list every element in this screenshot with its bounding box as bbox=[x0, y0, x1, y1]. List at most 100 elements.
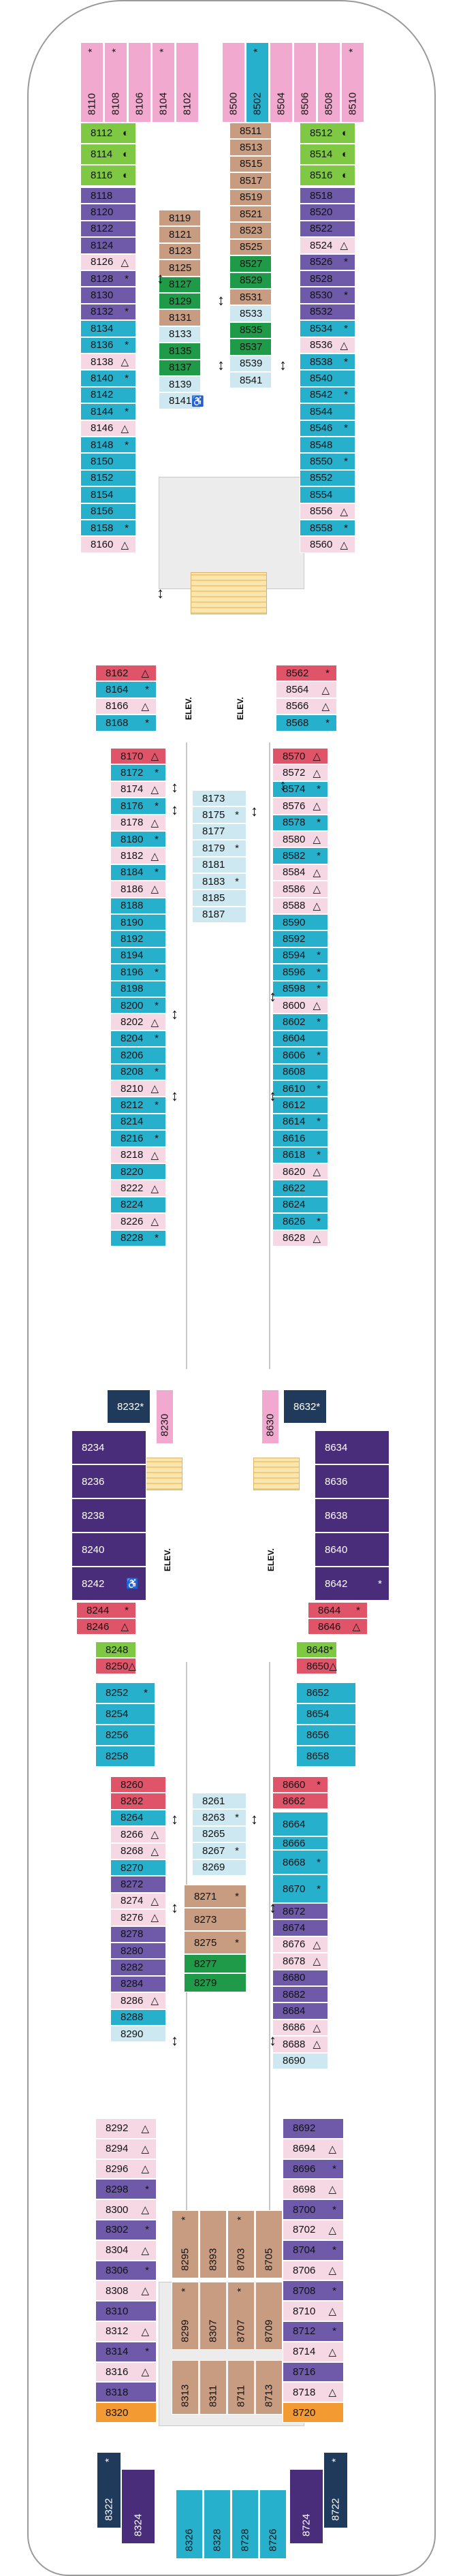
cabin-8134[interactable]: 8134 bbox=[80, 320, 136, 337]
cabin-8716[interactable]: 8716 bbox=[283, 2361, 344, 2383]
cabin-8202[interactable]: 8202△ bbox=[110, 1014, 166, 1031]
cabin-8676[interactable]: 8676△ bbox=[272, 1936, 328, 1953]
cabin-8692[interactable]: 8692 bbox=[283, 2118, 344, 2139]
cabin-8648[interactable]: 8648* bbox=[296, 1642, 337, 1659]
cabin-8724[interactable]: 8724 bbox=[289, 2469, 323, 2544]
cabin-8534[interactable]: 8534* bbox=[300, 320, 355, 337]
cabin-8248[interactable]: 8248 bbox=[95, 1642, 136, 1659]
cabin-8271[interactable]: 8271* bbox=[184, 1885, 246, 1908]
cabin-8393[interactable]: 8393 bbox=[199, 2210, 227, 2278]
cabin-8292[interactable]: 8292△ bbox=[95, 2118, 157, 2139]
cabin-8696[interactable]: 8696* bbox=[283, 2158, 344, 2180]
cabin-8284[interactable]: 8284 bbox=[110, 1975, 166, 1993]
cabin-8136[interactable]: 8136* bbox=[80, 336, 136, 354]
cabin-8110[interactable]: 8110* bbox=[80, 42, 103, 123]
cabin-8588[interactable]: 8588△ bbox=[272, 897, 328, 914]
cabin-8500[interactable]: 8500 bbox=[222, 42, 245, 123]
cabin-8690[interactable]: 8690 bbox=[272, 2052, 328, 2069]
cabin-8712[interactable]: 8712* bbox=[283, 2321, 344, 2342]
cabin-8705[interactable]: 8705 bbox=[255, 2210, 283, 2278]
cabin-8688[interactable]: 8688△ bbox=[272, 2036, 328, 2053]
cabin-8594[interactable]: 8594* bbox=[272, 947, 328, 964]
cabin-8708[interactable]: 8708* bbox=[283, 2280, 344, 2302]
cabin-8602[interactable]: 8602* bbox=[272, 1014, 328, 1031]
cabin-8152[interactable]: 8152 bbox=[80, 469, 136, 487]
cabin-8686[interactable]: 8686△ bbox=[272, 2019, 328, 2037]
cabin-8711[interactable]: 8711 bbox=[227, 2360, 255, 2415]
cabin-8260[interactable]: 8260 bbox=[110, 1776, 166, 1793]
cabin-8600[interactable]: 8600△ bbox=[272, 997, 328, 1014]
cabin-8304[interactable]: 8304△ bbox=[95, 2240, 157, 2261]
cabin-8294[interactable]: 8294△ bbox=[95, 2138, 157, 2159]
cabin-8194[interactable]: 8194 bbox=[110, 947, 166, 964]
cabin-8296[interactable]: 8296△ bbox=[95, 2158, 157, 2180]
cabin-8682[interactable]: 8682 bbox=[272, 1986, 328, 2003]
cabin-8119[interactable]: 8119 bbox=[159, 210, 201, 227]
cabin-8267[interactable]: 8267* bbox=[192, 1842, 246, 1859]
cabin-8280[interactable]: 8280 bbox=[110, 1943, 166, 1960]
cabin-8144[interactable]: 8144* bbox=[80, 403, 136, 420]
cabin-8548[interactable]: 8548 bbox=[300, 437, 355, 454]
cabin-8634[interactable]: 8634 bbox=[315, 1430, 389, 1464]
cabin-8172[interactable]: 8172* bbox=[110, 764, 166, 781]
cabin-8173[interactable]: 8173 bbox=[192, 790, 246, 807]
cabin-8299[interactable]: 8299* bbox=[172, 2282, 199, 2350]
cabin-8700[interactable]: 8700* bbox=[283, 2199, 344, 2220]
cabin-8166[interactable]: 8166△ bbox=[95, 697, 157, 715]
cabin-8127[interactable]: 8127 bbox=[159, 276, 201, 293]
cabin-8220[interactable]: 8220 bbox=[110, 1163, 166, 1180]
cabin-8320[interactable]: 8320 bbox=[95, 2402, 157, 2423]
cabin-8707[interactable]: 8707* bbox=[227, 2282, 255, 2350]
cabin-8122[interactable]: 8122 bbox=[80, 220, 136, 238]
cabin-8168[interactable]: 8168* bbox=[95, 714, 157, 732]
cabin-8121[interactable]: 8121 bbox=[159, 226, 201, 243]
cabin-8266[interactable]: 8266△ bbox=[110, 1826, 166, 1843]
cabin-8562[interactable]: 8562* bbox=[276, 665, 337, 682]
cabin-8722[interactable]: 8722* bbox=[323, 2452, 348, 2528]
cabin-8162[interactable]: 8162△ bbox=[95, 665, 157, 682]
cabin-8106[interactable]: 8106 bbox=[128, 42, 151, 123]
cabin-8192[interactable]: 8192 bbox=[110, 930, 166, 947]
cabin-8644[interactable]: 8644* bbox=[308, 1602, 368, 1619]
cabin-8311[interactable]: 8311 bbox=[199, 2360, 227, 2415]
cabin-8672[interactable]: 8672 bbox=[272, 1903, 328, 1920]
cabin-8527[interactable]: 8527 bbox=[229, 255, 272, 272]
cabin-8582[interactable]: 8582* bbox=[272, 847, 328, 864]
cabin-8276[interactable]: 8276△ bbox=[110, 1909, 166, 1926]
cabin-8174[interactable]: 8174△ bbox=[110, 781, 166, 798]
cabin-8307[interactable]: 8307 bbox=[199, 2282, 227, 2350]
cabin-8139[interactable]: 8139 bbox=[159, 376, 201, 393]
cabin-8566[interactable]: 8566△ bbox=[276, 697, 337, 715]
cabin-8537[interactable]: 8537 bbox=[229, 339, 272, 356]
cabin-8328[interactable]: 8328 bbox=[204, 2489, 231, 2559]
cabin-8616[interactable]: 8616 bbox=[272, 1130, 328, 1147]
cabin-8226[interactable]: 8226△ bbox=[110, 1213, 166, 1230]
cabin-8230[interactable]: 8230 bbox=[156, 1389, 174, 1444]
cabin-8216[interactable]: 8216* bbox=[110, 1130, 166, 1147]
cabin-8529[interactable]: 8529 bbox=[229, 272, 272, 289]
cabin-8228[interactable]: 8228* bbox=[110, 1229, 166, 1246]
cabin-8554[interactable]: 8554 bbox=[300, 486, 355, 503]
cabin-8170[interactable]: 8170△ bbox=[110, 748, 166, 765]
cabin-8662[interactable]: 8662 bbox=[272, 1793, 328, 1810]
cabin-8656[interactable]: 8656 bbox=[296, 1725, 356, 1746]
cabin-8533[interactable]: 8533 bbox=[229, 305, 272, 322]
cabin-8512[interactable]: 8512◐ bbox=[300, 123, 355, 144]
cabin-8272[interactable]: 8272 bbox=[110, 1876, 166, 1893]
cabin-8246[interactable]: 8246△ bbox=[76, 1618, 136, 1635]
cabin-8502[interactable]: 8502* bbox=[246, 42, 269, 123]
cabin-8515[interactable]: 8515 bbox=[229, 155, 272, 173]
cabin-8138[interactable]: 8138△ bbox=[80, 354, 136, 371]
cabin-8265[interactable]: 8265 bbox=[192, 1825, 246, 1843]
cabin-8518[interactable]: 8518 bbox=[300, 187, 355, 204]
cabin-8586[interactable]: 8586△ bbox=[272, 881, 328, 898]
cabin-8196[interactable]: 8196* bbox=[110, 964, 166, 981]
cabin-8528[interactable]: 8528 bbox=[300, 270, 355, 287]
cabin-8630[interactable]: 8630 bbox=[261, 1389, 279, 1444]
cabin-8538[interactable]: 8538* bbox=[300, 354, 355, 371]
cabin-8560[interactable]: 8560△ bbox=[300, 536, 355, 553]
cabin-8511[interactable]: 8511 bbox=[229, 123, 272, 140]
cabin-8580[interactable]: 8580△ bbox=[272, 831, 328, 848]
cabin-8186[interactable]: 8186△ bbox=[110, 881, 166, 898]
cabin-8523[interactable]: 8523 bbox=[229, 222, 272, 239]
